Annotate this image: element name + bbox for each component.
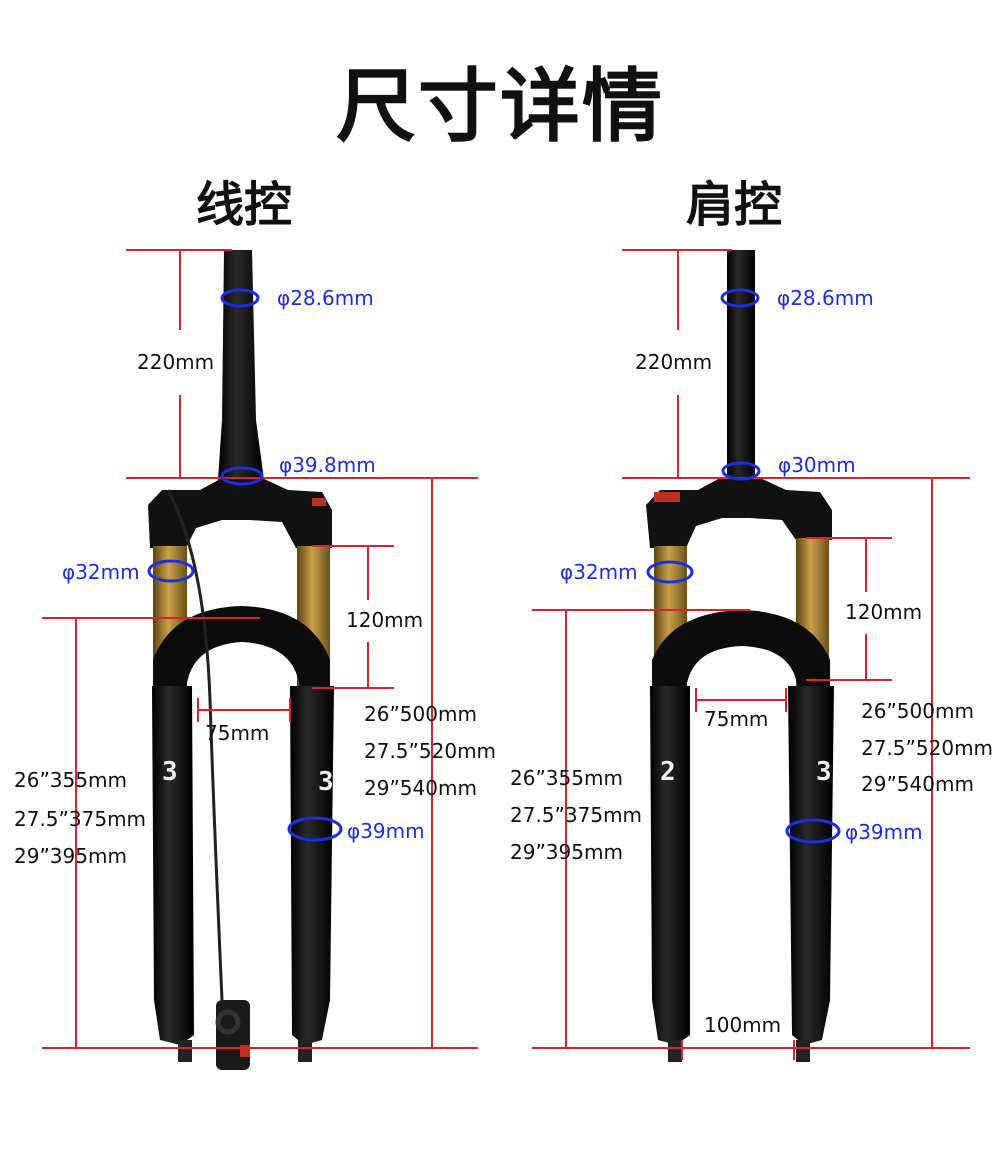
right-a2c-29: 29”395mm [510,840,623,864]
left-steerer-bottom-dia: φ39.8mm [279,453,376,477]
right-a2c-26: 26”355mm [510,766,623,790]
page-title: 尺寸详情 [336,60,664,153]
left-travel: 120mm [346,608,424,632]
right-fork: 2 3 [646,250,834,1062]
right-dimension-lines [532,249,970,1060]
left-a2c-26: 26”355mm [14,768,127,792]
right-heading: 肩控 [686,177,783,233]
left-a2c-29: 29”395mm [14,844,127,868]
svg-text:3: 3 [162,757,178,787]
left-steerer-top-dia: φ28.6mm [277,286,374,310]
left-total-26: 26”500mm [364,702,477,726]
left-diameter-marks [147,288,343,842]
right-hub-width: 100mm [704,1013,782,1037]
left-lower-dia: φ39mm [347,819,425,843]
left-total-275: 27.5”520mm [364,739,497,763]
svg-text:3: 3 [816,757,832,787]
left-dimension-lines [42,249,478,1049]
right-upper-tube-dia: φ32mm [560,560,638,584]
right-total-275: 27.5”520mm [861,736,994,760]
left-steerer-length: 220mm [137,350,215,374]
left-brace-width: 75mm [205,721,270,745]
right-lower-dia: φ39mm [845,820,923,844]
right-steerer-top-dia: φ28.6mm [777,286,874,310]
left-upper-tube-dia: φ32mm [62,560,140,584]
right-a2c-275: 27.5”375mm [510,803,643,827]
right-steerer-length: 220mm [635,350,713,374]
right-diameter-marks [646,288,841,844]
left-fork: 3 3 [148,250,334,1070]
left-total-29: 29”540mm [364,776,477,800]
svg-text:2: 2 [660,757,676,787]
left-heading: 线控 [196,177,293,233]
right-steerer-bottom-dia: φ30mm [778,453,856,477]
right-total-29: 29”540mm [861,772,974,796]
right-brace-width: 75mm [704,707,769,731]
left-a2c-275: 27.5”375mm [14,807,147,831]
svg-text:3: 3 [318,767,334,797]
right-travel: 120mm [845,600,923,624]
right-total-26: 26”500mm [861,699,974,723]
